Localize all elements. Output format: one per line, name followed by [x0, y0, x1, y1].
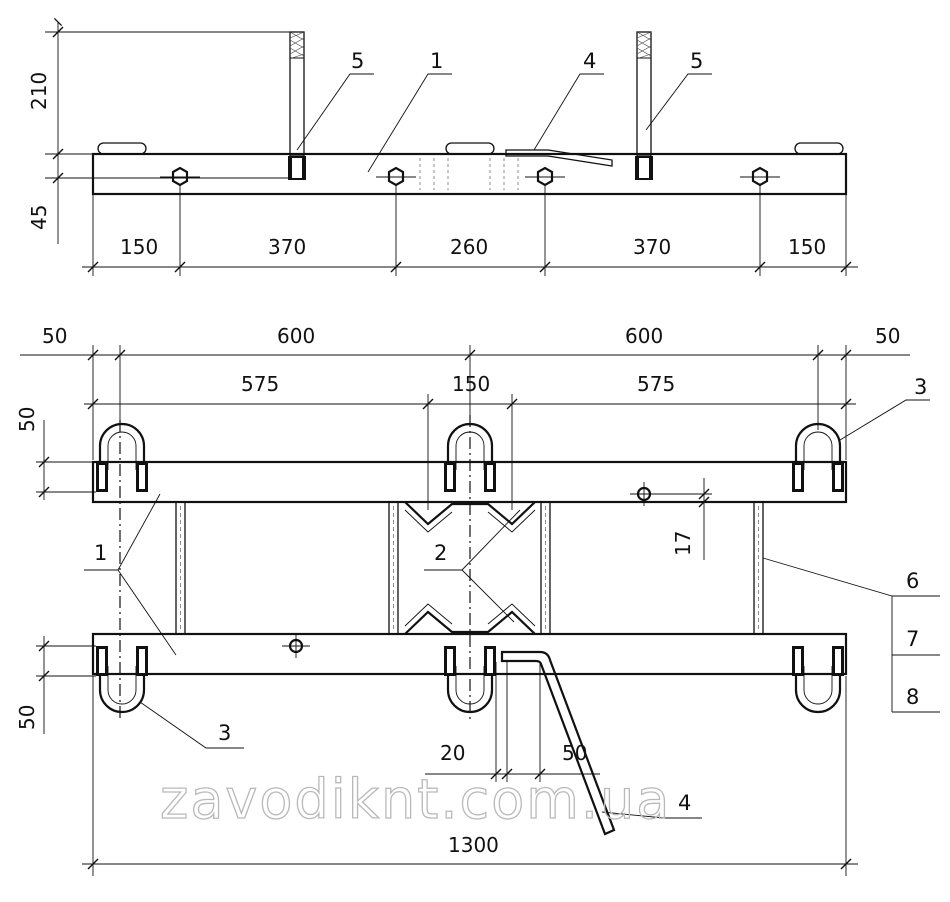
- side-handle: [505, 149, 613, 167]
- callout-6: 6: [906, 569, 919, 593]
- dim-575-left: 575: [241, 372, 279, 396]
- plan-callouts: 1 2 3 3 4 6 7 8: [84, 375, 940, 819]
- side-eye-left: [97, 142, 147, 155]
- dim-50-right: 50: [875, 324, 900, 348]
- dim-50-lower: 50: [15, 705, 39, 730]
- side-bolts: [160, 166, 780, 187]
- dim-150-right: 150: [788, 235, 826, 259]
- dim-260: 260: [450, 235, 488, 259]
- dim-50-upper: 50: [15, 407, 39, 432]
- side-callouts: 5 1 4 5: [296, 49, 712, 173]
- plan-cross-rods: [175, 501, 764, 635]
- dim-17: 17: [671, 531, 695, 556]
- callout-5-left: 5: [351, 49, 364, 73]
- dim-50-left: 50: [42, 324, 67, 348]
- plan-top-dims: 50 600 600 50 575 150 575: [20, 324, 910, 510]
- dim-20: 20: [440, 741, 465, 765]
- side-view: 210 45 150 370 260 370 150 5: [27, 17, 858, 276]
- dim-50-handle: 50: [562, 741, 587, 765]
- callout-3-lower: 3: [218, 721, 231, 745]
- callout-7: 7: [906, 627, 919, 651]
- plan-holes: [282, 482, 712, 658]
- dim-575-right: 575: [637, 372, 675, 396]
- callout-4-plan: 4: [678, 791, 691, 815]
- plan-overall-dim: 1300: [82, 676, 858, 876]
- dim-150-center: 150: [452, 372, 490, 396]
- dim-600-left: 600: [277, 324, 315, 348]
- dim-150-left: 150: [120, 235, 158, 259]
- side-rod-right: [635, 31, 653, 180]
- plan-hole-dim: 17: [644, 478, 712, 560]
- callout-3-upper: 3: [914, 375, 927, 399]
- dim-1300: 1300: [448, 833, 499, 857]
- callout-1: 1: [430, 49, 443, 73]
- side-height-dims: 210 45: [27, 17, 290, 244]
- side-eye-center: [445, 142, 495, 155]
- dim-370-right: 370: [633, 235, 671, 259]
- side-span-dims: 150 370 260 370 150: [82, 185, 858, 276]
- callout-5-right: 5: [690, 49, 703, 73]
- side-beam: [91, 152, 848, 196]
- plan-handle-dims: 20 50: [425, 662, 600, 782]
- plan-side-dims: 50 50: [15, 407, 96, 734]
- side-beam-hatch: [419, 158, 519, 190]
- plan-brackets-upper: [96, 422, 844, 492]
- watermark: zavodiknt.com.ua: [160, 768, 671, 831]
- plan-handle: [500, 650, 616, 836]
- side-eye-right: [794, 142, 844, 155]
- dim-600-right: 600: [625, 324, 663, 348]
- dim-370-left: 370: [268, 235, 306, 259]
- plan-brackets-lower: [96, 646, 844, 714]
- dim-45: 45: [27, 205, 51, 230]
- plan-view: 50 600 600 50 575 150 575: [15, 324, 940, 876]
- callout-2: 2: [434, 541, 447, 565]
- callout-8: 8: [906, 685, 919, 709]
- callout-1-plan: 1: [94, 541, 107, 565]
- callout-4: 4: [583, 49, 596, 73]
- side-rod-left: [288, 31, 306, 180]
- dim-210: 210: [27, 72, 51, 110]
